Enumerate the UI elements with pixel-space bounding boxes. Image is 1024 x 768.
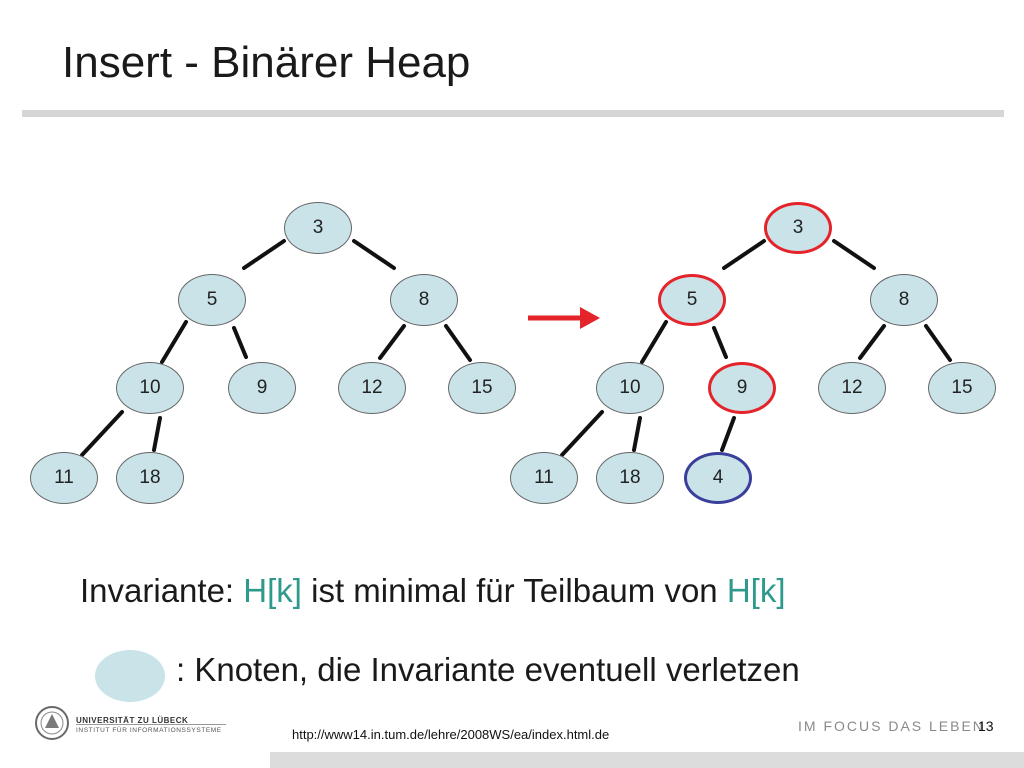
footer-bar (270, 752, 1024, 768)
heap-node: 10 (596, 362, 664, 414)
edge-10-18 (632, 416, 642, 452)
edge-5-9 (712, 326, 728, 359)
edge-10-18 (152, 416, 162, 452)
heap-node: 3 (284, 202, 352, 254)
tree-before-edges (80, 239, 472, 457)
heap-node: 5 (178, 274, 246, 326)
heap-node-inserted: 4 (684, 452, 752, 504)
university-name: UNIVERSITÄT ZU LÜBECK (76, 716, 189, 725)
edge-10-11 (560, 410, 604, 457)
heap-node: 8 (870, 274, 938, 326)
page-number: 13 (978, 718, 994, 734)
edge-8-12 (378, 324, 406, 360)
legend-node-shape (95, 650, 165, 702)
edge-8-15 (444, 324, 472, 362)
university-seal-icon (35, 706, 226, 740)
heap-node: 12 (338, 362, 406, 414)
edge-8-15 (924, 324, 952, 362)
title-divider (22, 110, 1004, 117)
edge-5-10 (160, 320, 188, 364)
source-url[interactable]: http://www14.in.tum.de/lehre/2008WS/ea/i… (292, 727, 610, 742)
edge-3-5 (242, 239, 286, 270)
heap-node: 10 (116, 362, 184, 414)
heap-node: 15 (928, 362, 996, 414)
invariant-statement: Invariante: H[k] ist minimal für Teilbau… (80, 572, 786, 609)
slide-title: Insert - Binärer Heap (62, 38, 471, 87)
heap-node: 9 (228, 362, 296, 414)
heap-node-highlighted: 5 (658, 274, 726, 326)
transition-arrow (528, 307, 600, 329)
legend-text: : Knoten, die Invariante eventuell verle… (176, 651, 800, 688)
edge-10-11 (80, 410, 124, 457)
heap-node: 12 (818, 362, 886, 414)
edge-3-8 (832, 239, 876, 270)
heap-node: 11 (510, 452, 578, 504)
edge-5-9 (232, 326, 248, 359)
arrow-head (580, 307, 600, 329)
edge-5-10 (640, 320, 668, 364)
heap-node-highlighted: 3 (764, 202, 832, 254)
edge-3-8 (352, 239, 396, 270)
hk-term: H[k] (726, 572, 786, 609)
slogan: IM FOCUS DAS LEBEN (798, 718, 985, 734)
institute-name: INSTITUT FÜR INFORMATIONSSYSTEME (76, 727, 222, 734)
edge-3-5 (722, 239, 766, 270)
heap-node: 11 (30, 452, 98, 504)
heap-node: 18 (596, 452, 664, 504)
heap-node: 8 (390, 274, 458, 326)
tree-after-edges (560, 239, 952, 457)
edge-9-4 (720, 416, 736, 452)
heap-node: 15 (448, 362, 516, 414)
edge-8-12 (858, 324, 886, 360)
hk-term: H[k] (243, 572, 302, 609)
heap-node-highlighted: 9 (708, 362, 776, 414)
heap-node: 18 (116, 452, 184, 504)
